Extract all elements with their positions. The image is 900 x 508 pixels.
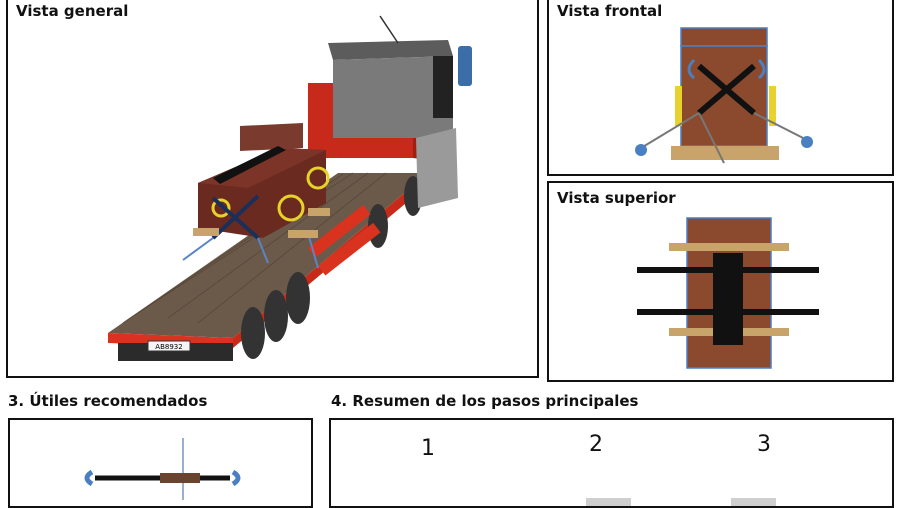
ratchet-body (160, 473, 200, 483)
tools-section-title: 3. Útiles recomendados (8, 392, 208, 410)
top-lashings (637, 267, 819, 315)
trailer-deck (108, 173, 428, 338)
wood-blocks (193, 208, 330, 238)
step-number-1: 1 (421, 436, 435, 461)
truck-illustration: AB8932 (108, 15, 472, 361)
hook-left (635, 144, 647, 156)
license-plate (147, 340, 191, 352)
step-number-3: 3 (757, 432, 771, 457)
cargo-top-block (240, 123, 303, 151)
side-post-right (769, 86, 776, 126)
antenna (379, 15, 399, 44)
panel-title: Vista superior (557, 189, 676, 207)
reel-marker (306, 166, 330, 190)
side-post-left (675, 86, 682, 126)
steps-illustration (586, 498, 776, 506)
cab-roof (328, 40, 453, 60)
rear-bumper (118, 343, 233, 361)
lashing-straps (182, 232, 319, 269)
step-number-2: 2 (589, 432, 603, 457)
panel-title: Vista frontal (557, 2, 663, 20)
front-wood-base (671, 146, 779, 160)
cab-window (433, 56, 453, 118)
step2-partial-figure (586, 498, 631, 506)
reel-marker (277, 194, 305, 222)
front-x-lashing (697, 63, 756, 116)
panel-general-view: Vista general AB8932 (6, 0, 539, 378)
panel-title: Vista general (16, 2, 129, 20)
tools-illustration (84, 438, 241, 500)
step3-partial-figure (731, 498, 776, 506)
cargo-top-bar (213, 146, 286, 184)
panel-tools (8, 418, 313, 508)
front-view-illustration (635, 27, 813, 164)
front-hooks (687, 58, 766, 80)
top-view-illustration (637, 217, 819, 369)
mirror (458, 46, 472, 86)
hook-right (801, 136, 813, 148)
license-plate-text: AB8932 (155, 343, 182, 351)
x-lashing (211, 194, 260, 240)
hook-icon (84, 469, 94, 487)
cargo-top (680, 27, 768, 47)
cab-front (416, 128, 458, 208)
hook-icon (231, 469, 241, 487)
panel-steps: 1 2 3 (329, 418, 894, 508)
panel-top-view: Vista superior (547, 181, 894, 382)
side-barriers (308, 204, 381, 276)
anchor-ring (211, 198, 231, 218)
steps-section-title: 4. Resumen de los pasos principales (331, 392, 639, 410)
cargo-front-face (680, 45, 768, 147)
front-straps (640, 112, 808, 164)
top-bar (713, 253, 743, 345)
panel-front-view: Vista frontal (547, 0, 894, 176)
cab-body (333, 56, 453, 138)
